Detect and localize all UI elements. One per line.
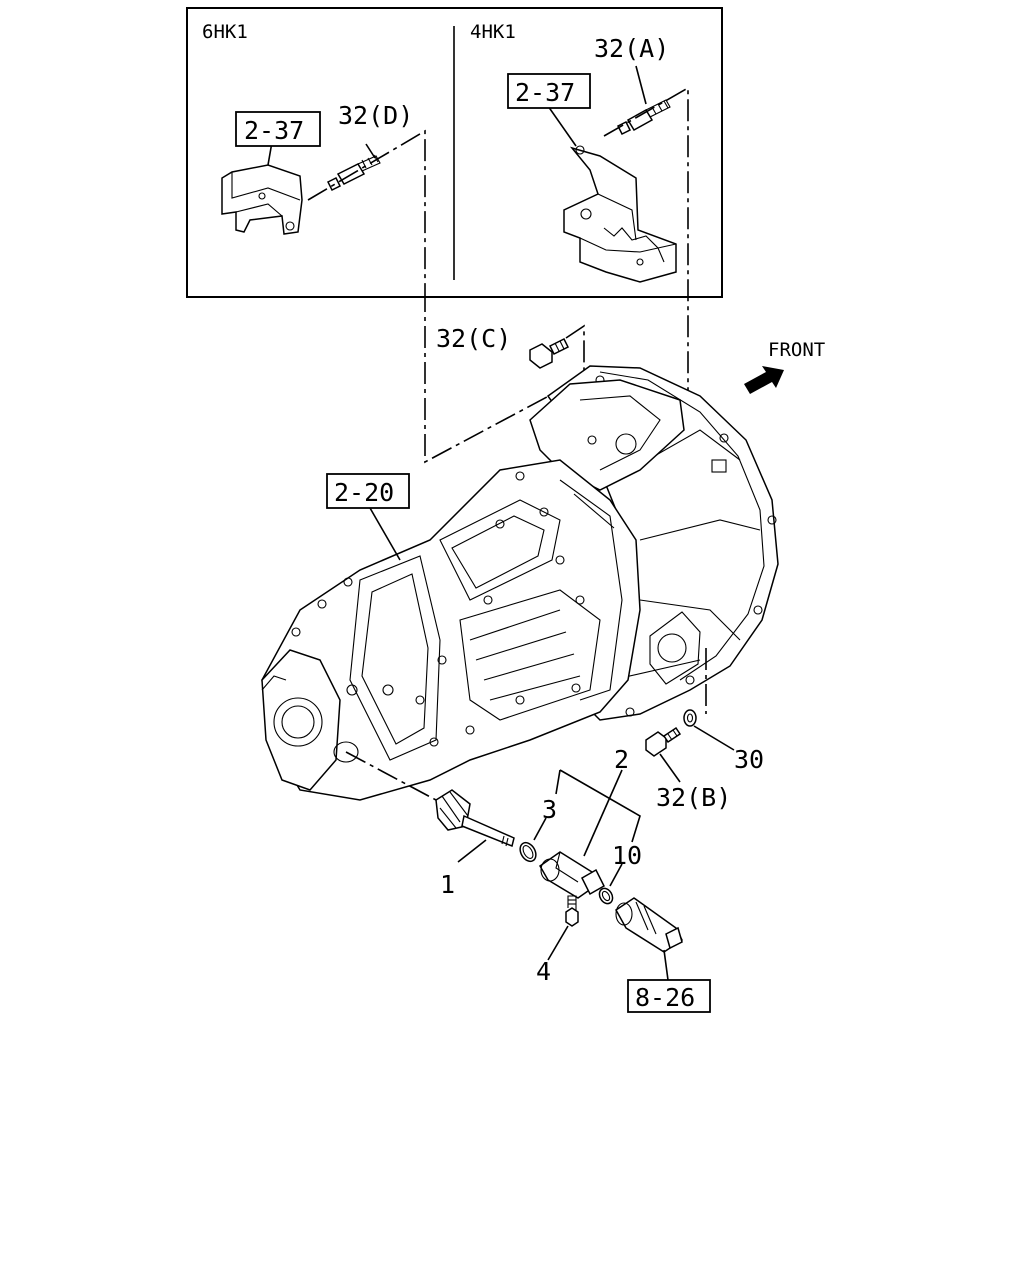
- inset-title-6hk1: 6HK1: [202, 21, 248, 43]
- ref-box-2-37-right: 2-37: [507, 73, 591, 109]
- o-ring-10: [598, 887, 614, 905]
- label-10: 10: [612, 841, 642, 870]
- label-32c: 32(C): [436, 324, 511, 353]
- label-32a: 32(A): [594, 34, 669, 63]
- ref-box-8-26: 8-26: [627, 979, 711, 1013]
- ref-box-2-37-left: 2-37: [235, 111, 321, 147]
- o-ring-3: [519, 841, 537, 863]
- front-label: FRONT: [768, 339, 825, 361]
- engine-variant-inset: 6HK1 4HK1: [186, 7, 723, 298]
- bolt-32a: [616, 65, 671, 136]
- svg-text:2-20: 2-20: [334, 478, 394, 507]
- bracket-4hk1: [547, 105, 677, 283]
- transmission-assembly: [261, 365, 779, 801]
- front-arrow-icon: [744, 366, 784, 394]
- bolt-4: [565, 895, 579, 927]
- svg-text:2-37: 2-37: [244, 116, 304, 145]
- bolt-32d: [326, 143, 381, 192]
- bolt-32c: [529, 337, 570, 369]
- label-32d: 32(D): [338, 101, 413, 130]
- label-32b: 32(B): [656, 783, 731, 812]
- sleeve-2: [539, 851, 605, 899]
- svg-text:2-37: 2-37: [515, 78, 575, 107]
- bracket-6hk1: [221, 141, 303, 235]
- washer-30: [683, 709, 697, 727]
- bolt-32b: [645, 726, 682, 757]
- label-1: 1: [440, 870, 455, 899]
- label-4: 4: [536, 957, 551, 986]
- ref-box-2-20: 2-20: [326, 473, 410, 509]
- label-3: 3: [542, 795, 557, 824]
- label-30: 30: [734, 745, 764, 774]
- label-2: 2: [614, 745, 629, 774]
- driven-gear-1: [435, 789, 515, 848]
- speed-sensor-8-26: [615, 897, 683, 953]
- inset-title-4hk1: 4HK1: [470, 21, 516, 43]
- svg-text:8-26: 8-26: [635, 983, 695, 1012]
